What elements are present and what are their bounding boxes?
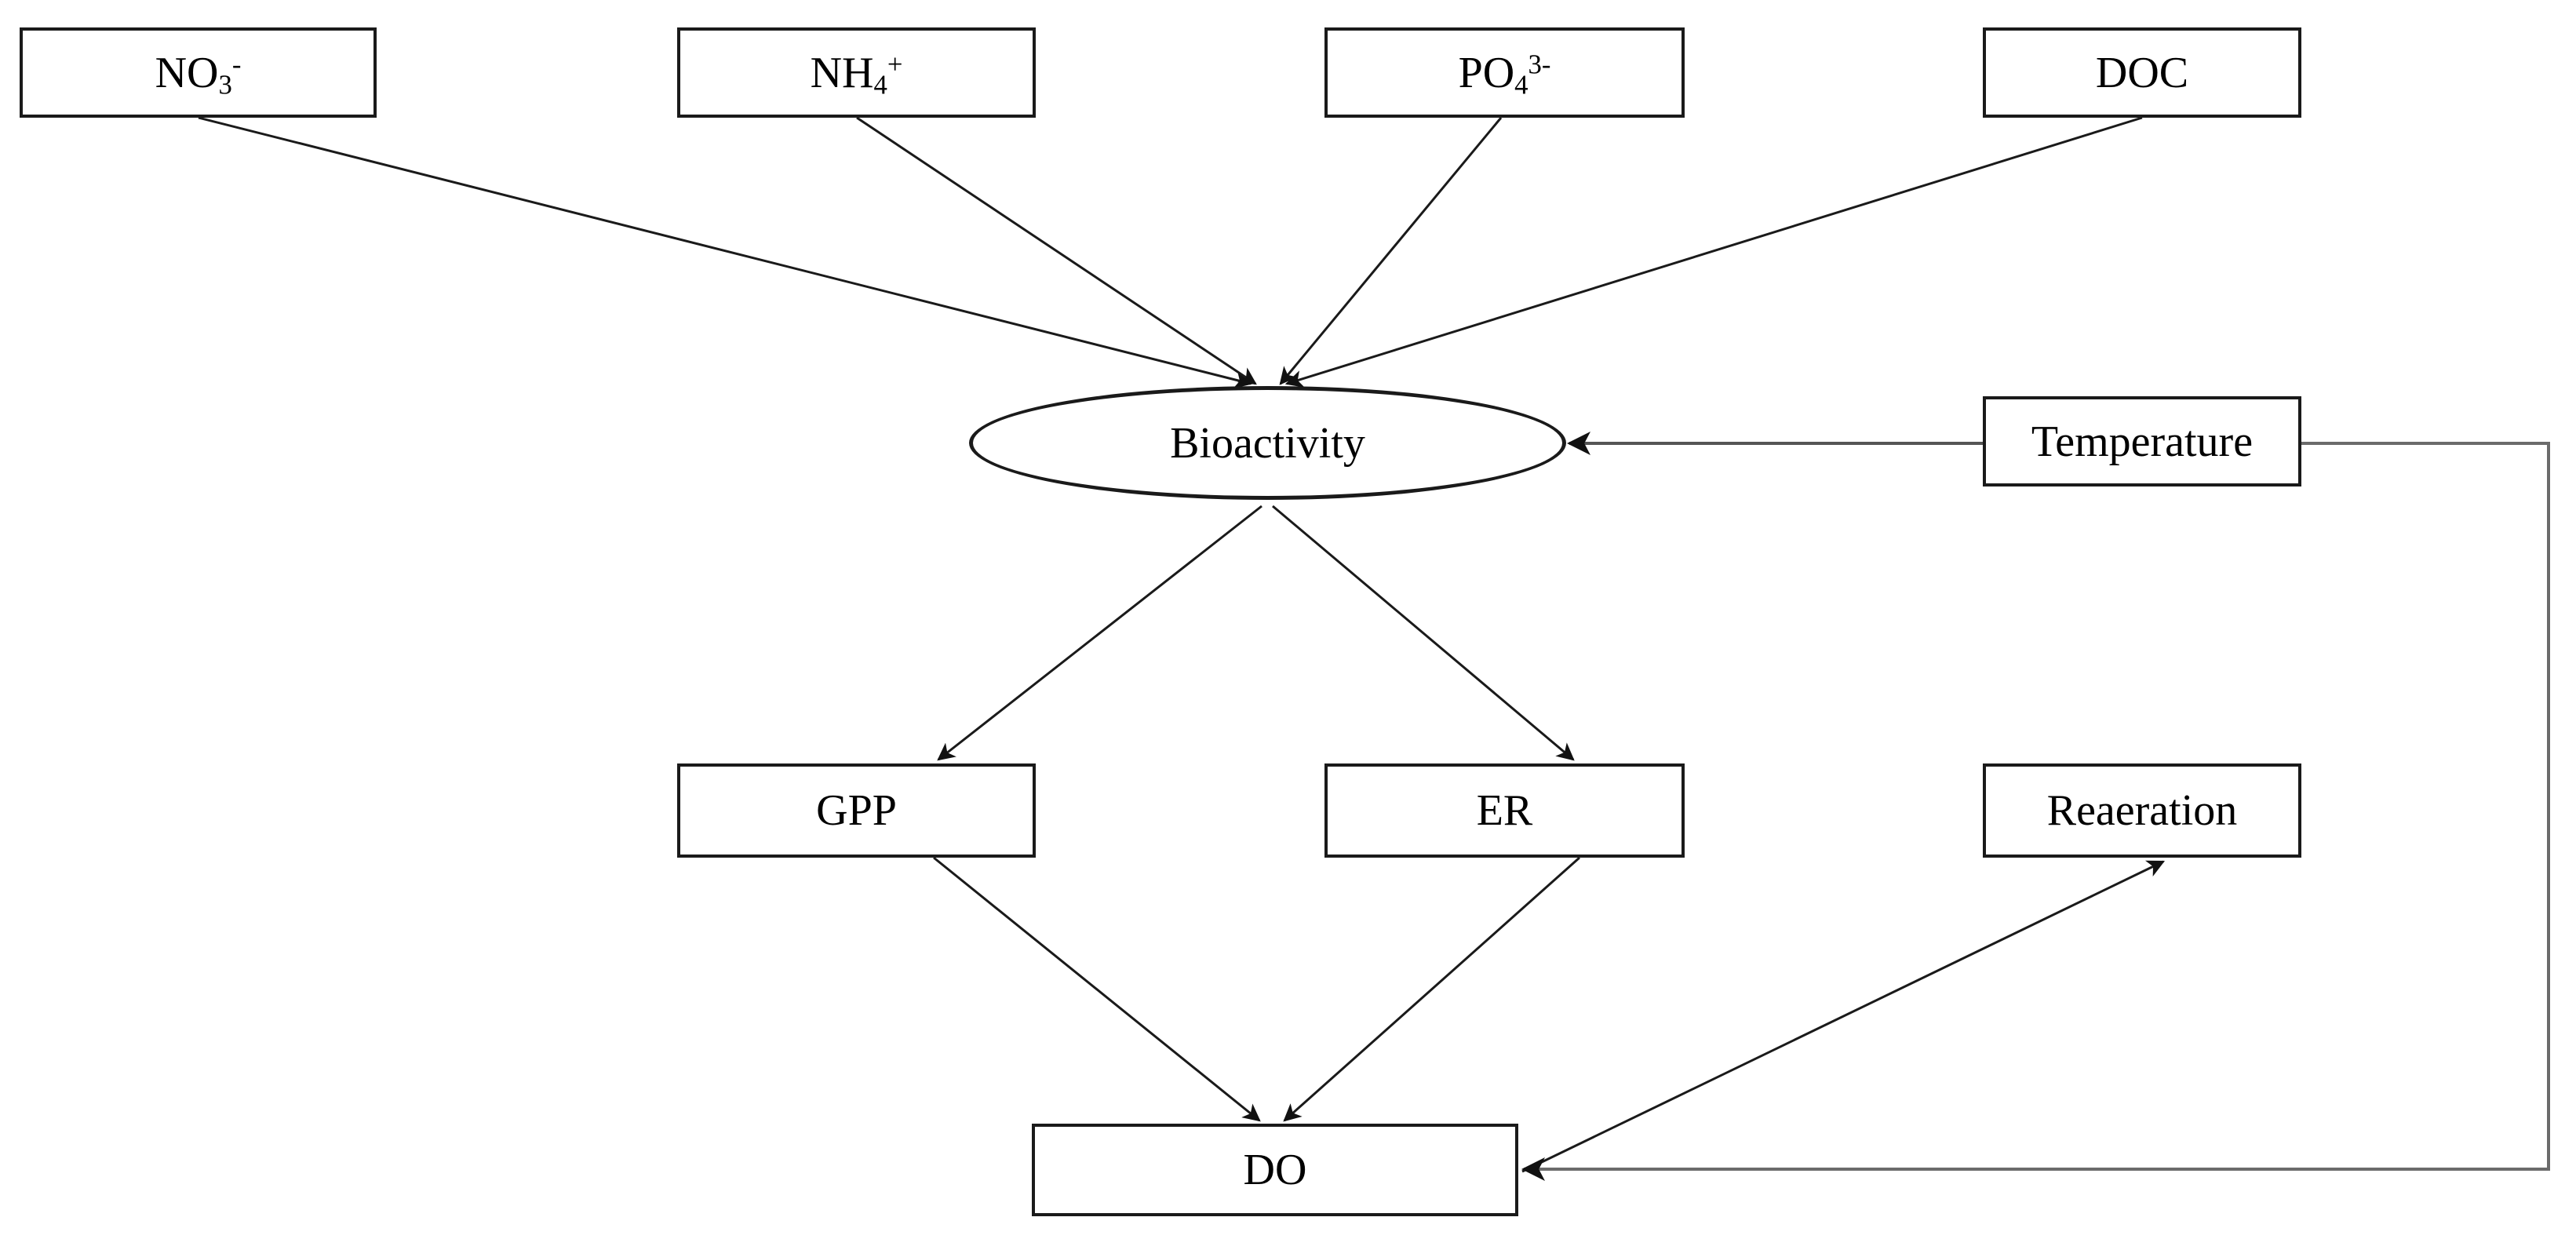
node-nh4-label: NH4+ xyxy=(810,48,903,100)
node-do[interactable]: DO xyxy=(1032,1124,1518,1216)
node-gpp[interactable]: GPP xyxy=(677,763,1036,858)
edge-po4-to-bioactivity xyxy=(1279,117,1503,385)
node-po4[interactable]: PO43- xyxy=(1324,27,1685,118)
node-bioactivity[interactable]: Bioactivity xyxy=(969,386,1566,500)
edge-no3-to-bioactivity xyxy=(198,116,1253,388)
node-er-label: ER xyxy=(1476,786,1533,835)
edge-do-to-reaeration xyxy=(1521,860,2166,1173)
node-doc[interactable]: DOC xyxy=(1983,27,2301,118)
edge-bioactivity-to-gpp xyxy=(937,505,1262,761)
node-do-label: DO xyxy=(1243,1146,1307,1194)
edge-er-to-do xyxy=(1283,856,1580,1122)
node-er[interactable]: ER xyxy=(1324,763,1685,858)
node-temperature[interactable]: Temperature xyxy=(1983,396,2301,486)
node-nh4[interactable]: NH4+ xyxy=(677,27,1036,118)
edge-nh4-to-bioactivity xyxy=(856,116,1257,385)
node-no3[interactable]: NO3- xyxy=(20,27,377,118)
node-no3-label: NO3- xyxy=(155,48,242,100)
edge-gpp-to-do xyxy=(933,856,1261,1122)
node-po4-label: PO43- xyxy=(1458,48,1551,100)
node-temperature-label: Temperature xyxy=(2031,417,2254,466)
edge-doc-to-bioactivity xyxy=(1284,116,2143,388)
edge-bioactivity-to-er xyxy=(1272,505,1575,761)
node-gpp-label: GPP xyxy=(816,786,897,835)
node-reaeration[interactable]: Reaeration xyxy=(1983,763,2301,858)
node-reaeration-label: Reaeration xyxy=(2046,786,2238,835)
node-doc-label: DOC xyxy=(2095,48,2189,97)
node-bioactivity-label: Bioactivity xyxy=(1170,418,1365,468)
